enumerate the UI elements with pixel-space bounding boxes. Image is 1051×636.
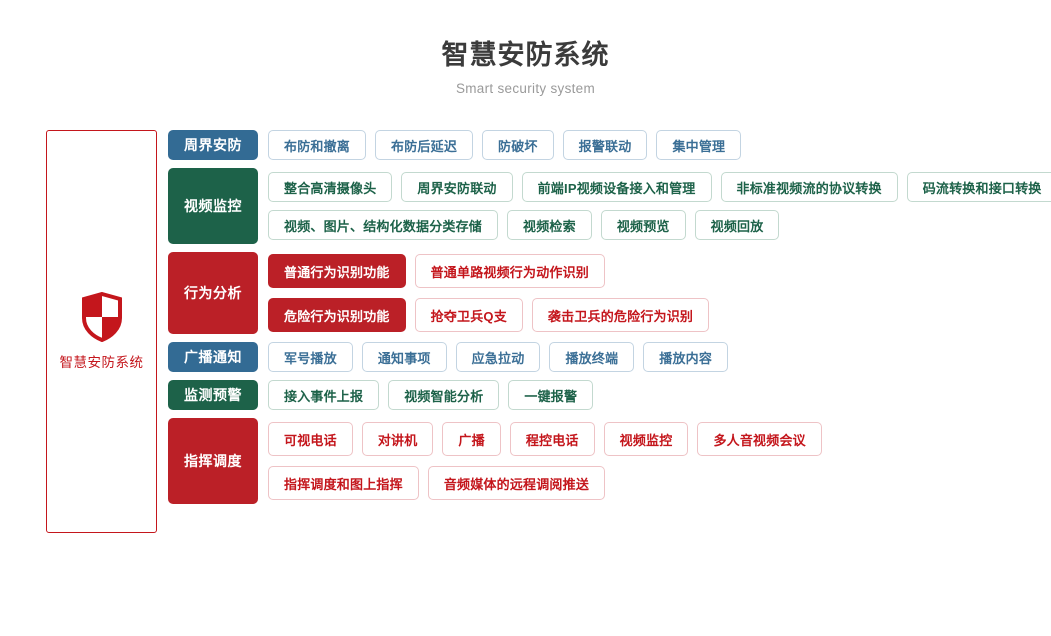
feature-pill[interactable]: 视频、图片、结构化数据分类存储 — [268, 210, 499, 240]
feature-pill[interactable]: 程控电话 — [509, 422, 595, 456]
feature-pill[interactable]: 布防后延迟 — [375, 130, 474, 160]
category-chip[interactable]: 视频监控 — [168, 168, 258, 244]
feature-pill[interactable]: 视频检索 — [507, 210, 592, 240]
feature-pill[interactable]: 防破坏 — [482, 130, 554, 160]
brand-label: 智慧安防系统 — [59, 355, 144, 370]
feature-pill[interactable]: 播放内容 — [643, 342, 729, 372]
category-items: 普通行为识别功能普通单路视频行为动作识别危险行为识别功能抢夺卫兵Q支袭击卫兵的危… — [268, 252, 710, 334]
feature-pill[interactable]: 对讲机 — [361, 422, 434, 456]
feature-pill[interactable]: 指挥调度和图上指挥 — [268, 466, 419, 500]
feature-pill[interactable]: 前端IP视频设备接入和管理 — [521, 172, 712, 202]
category-row: 指挥调度可视电话对讲机广播程控电话视频监控多人音视频会议指挥调度和图上指挥音频媒… — [168, 418, 1051, 504]
feature-pill[interactable]: 整合高清摄像头 — [268, 172, 393, 202]
category-row: 行为分析普通行为识别功能普通单路视频行为动作识别危险行为识别功能抢夺卫兵Q支袭击… — [168, 252, 1051, 334]
category-chip[interactable]: 行为分析 — [168, 252, 258, 334]
item-line: 接入事件上报视频智能分析一键报警 — [268, 380, 594, 410]
item-line: 整合高清摄像头周界安防联动前端IP视频设备接入和管理非标准视频流的协议转换码流转… — [268, 172, 1051, 202]
category-row: 周界安防布防和撤离布防后延迟防破坏报警联动集中管理 — [168, 130, 1051, 160]
category-chip[interactable]: 监测预警 — [168, 380, 258, 410]
feature-pill[interactable]: 广播 — [442, 422, 501, 456]
feature-pill[interactable]: 普通单路视频行为动作识别 — [414, 254, 606, 288]
category-row: 视频监控整合高清摄像头周界安防联动前端IP视频设备接入和管理非标准视频流的协议转… — [168, 168, 1051, 244]
feature-pill[interactable]: 视频智能分析 — [388, 380, 500, 410]
feature-pill[interactable]: 抢夺卫兵Q支 — [414, 298, 523, 332]
architecture-board: 智慧安防系统 周界安防布防和撤离布防后延迟防破坏报警联动集中管理视频监控整合高清… — [46, 130, 1051, 533]
feature-pill[interactable]: 应急拉动 — [455, 342, 541, 372]
feature-pill[interactable]: 视频监控 — [603, 422, 689, 456]
feature-pill[interactable]: 通知事项 — [361, 342, 447, 372]
category-items: 布防和撤离布防后延迟防破坏报警联动集中管理 — [268, 130, 742, 160]
feature-pill[interactable]: 报警联动 — [562, 130, 648, 160]
category-items: 接入事件上报视频智能分析一键报警 — [268, 380, 594, 410]
feature-pill[interactable]: 集中管理 — [656, 130, 742, 160]
category-row: 广播通知军号播放通知事项应急拉动播放终端播放内容 — [168, 342, 1051, 372]
category-chip[interactable]: 周界安防 — [168, 130, 258, 160]
category-row: 监测预警接入事件上报视频智能分析一键报警 — [168, 380, 1051, 410]
item-line: 危险行为识别功能抢夺卫兵Q支袭击卫兵的危险行为识别 — [268, 298, 710, 332]
shield-icon — [80, 291, 124, 343]
category-rows: 周界安防布防和撤离布防后延迟防破坏报警联动集中管理视频监控整合高清摄像头周界安防… — [168, 130, 1051, 504]
feature-pill[interactable]: 多人音视频会议 — [697, 422, 822, 456]
feature-pill[interactable]: 播放终端 — [549, 342, 635, 372]
category-chip[interactable]: 指挥调度 — [168, 418, 258, 504]
page-title: 智慧安防系统 — [441, 40, 610, 70]
item-line: 可视电话对讲机广播程控电话视频监控多人音视频会议 — [268, 422, 822, 456]
page-header: 智慧安防系统 Smart security system — [0, 0, 1051, 97]
feature-pill[interactable]: 接入事件上报 — [268, 380, 380, 410]
category-items: 可视电话对讲机广播程控电话视频监控多人音视频会议指挥调度和图上指挥音频媒体的远程… — [268, 418, 822, 504]
feature-pill[interactable]: 危险行为识别功能 — [268, 298, 406, 332]
category-items: 军号播放通知事项应急拉动播放终端播放内容 — [268, 342, 729, 372]
item-line: 指挥调度和图上指挥音频媒体的远程调阅推送 — [268, 466, 822, 500]
feature-pill[interactable]: 码流转换和接口转换 — [906, 172, 1051, 202]
category-chip[interactable]: 广播通知 — [168, 342, 258, 372]
item-line: 布防和撤离布防后延迟防破坏报警联动集中管理 — [268, 130, 742, 160]
feature-pill[interactable]: 可视电话 — [268, 422, 353, 456]
item-line: 视频、图片、结构化数据分类存储视频检索视频预览视频回放 — [268, 210, 1051, 240]
feature-pill[interactable]: 军号播放 — [268, 342, 353, 372]
page-subtitle: Smart security system — [455, 81, 596, 96]
feature-pill[interactable]: 视频回放 — [694, 210, 780, 240]
item-line: 普通行为识别功能普通单路视频行为动作识别 — [268, 254, 709, 288]
brand-panel: 智慧安防系统 — [46, 130, 157, 533]
feature-pill[interactable]: 布防和撤离 — [268, 130, 367, 160]
feature-pill[interactable]: 视频预览 — [600, 210, 686, 240]
feature-pill[interactable]: 音频媒体的远程调阅推送 — [427, 466, 606, 500]
item-line: 军号播放通知事项应急拉动播放终端播放内容 — [268, 342, 729, 372]
category-items: 整合高清摄像头周界安防联动前端IP视频设备接入和管理非标准视频流的协议转换码流转… — [268, 168, 1051, 244]
feature-pill[interactable]: 非标准视频流的协议转换 — [720, 172, 898, 202]
feature-pill[interactable]: 袭击卫兵的危险行为识别 — [531, 298, 710, 332]
feature-pill[interactable]: 普通行为识别功能 — [268, 254, 406, 288]
feature-pill[interactable]: 周界安防联动 — [401, 172, 513, 202]
feature-pill[interactable]: 一键报警 — [508, 380, 594, 410]
